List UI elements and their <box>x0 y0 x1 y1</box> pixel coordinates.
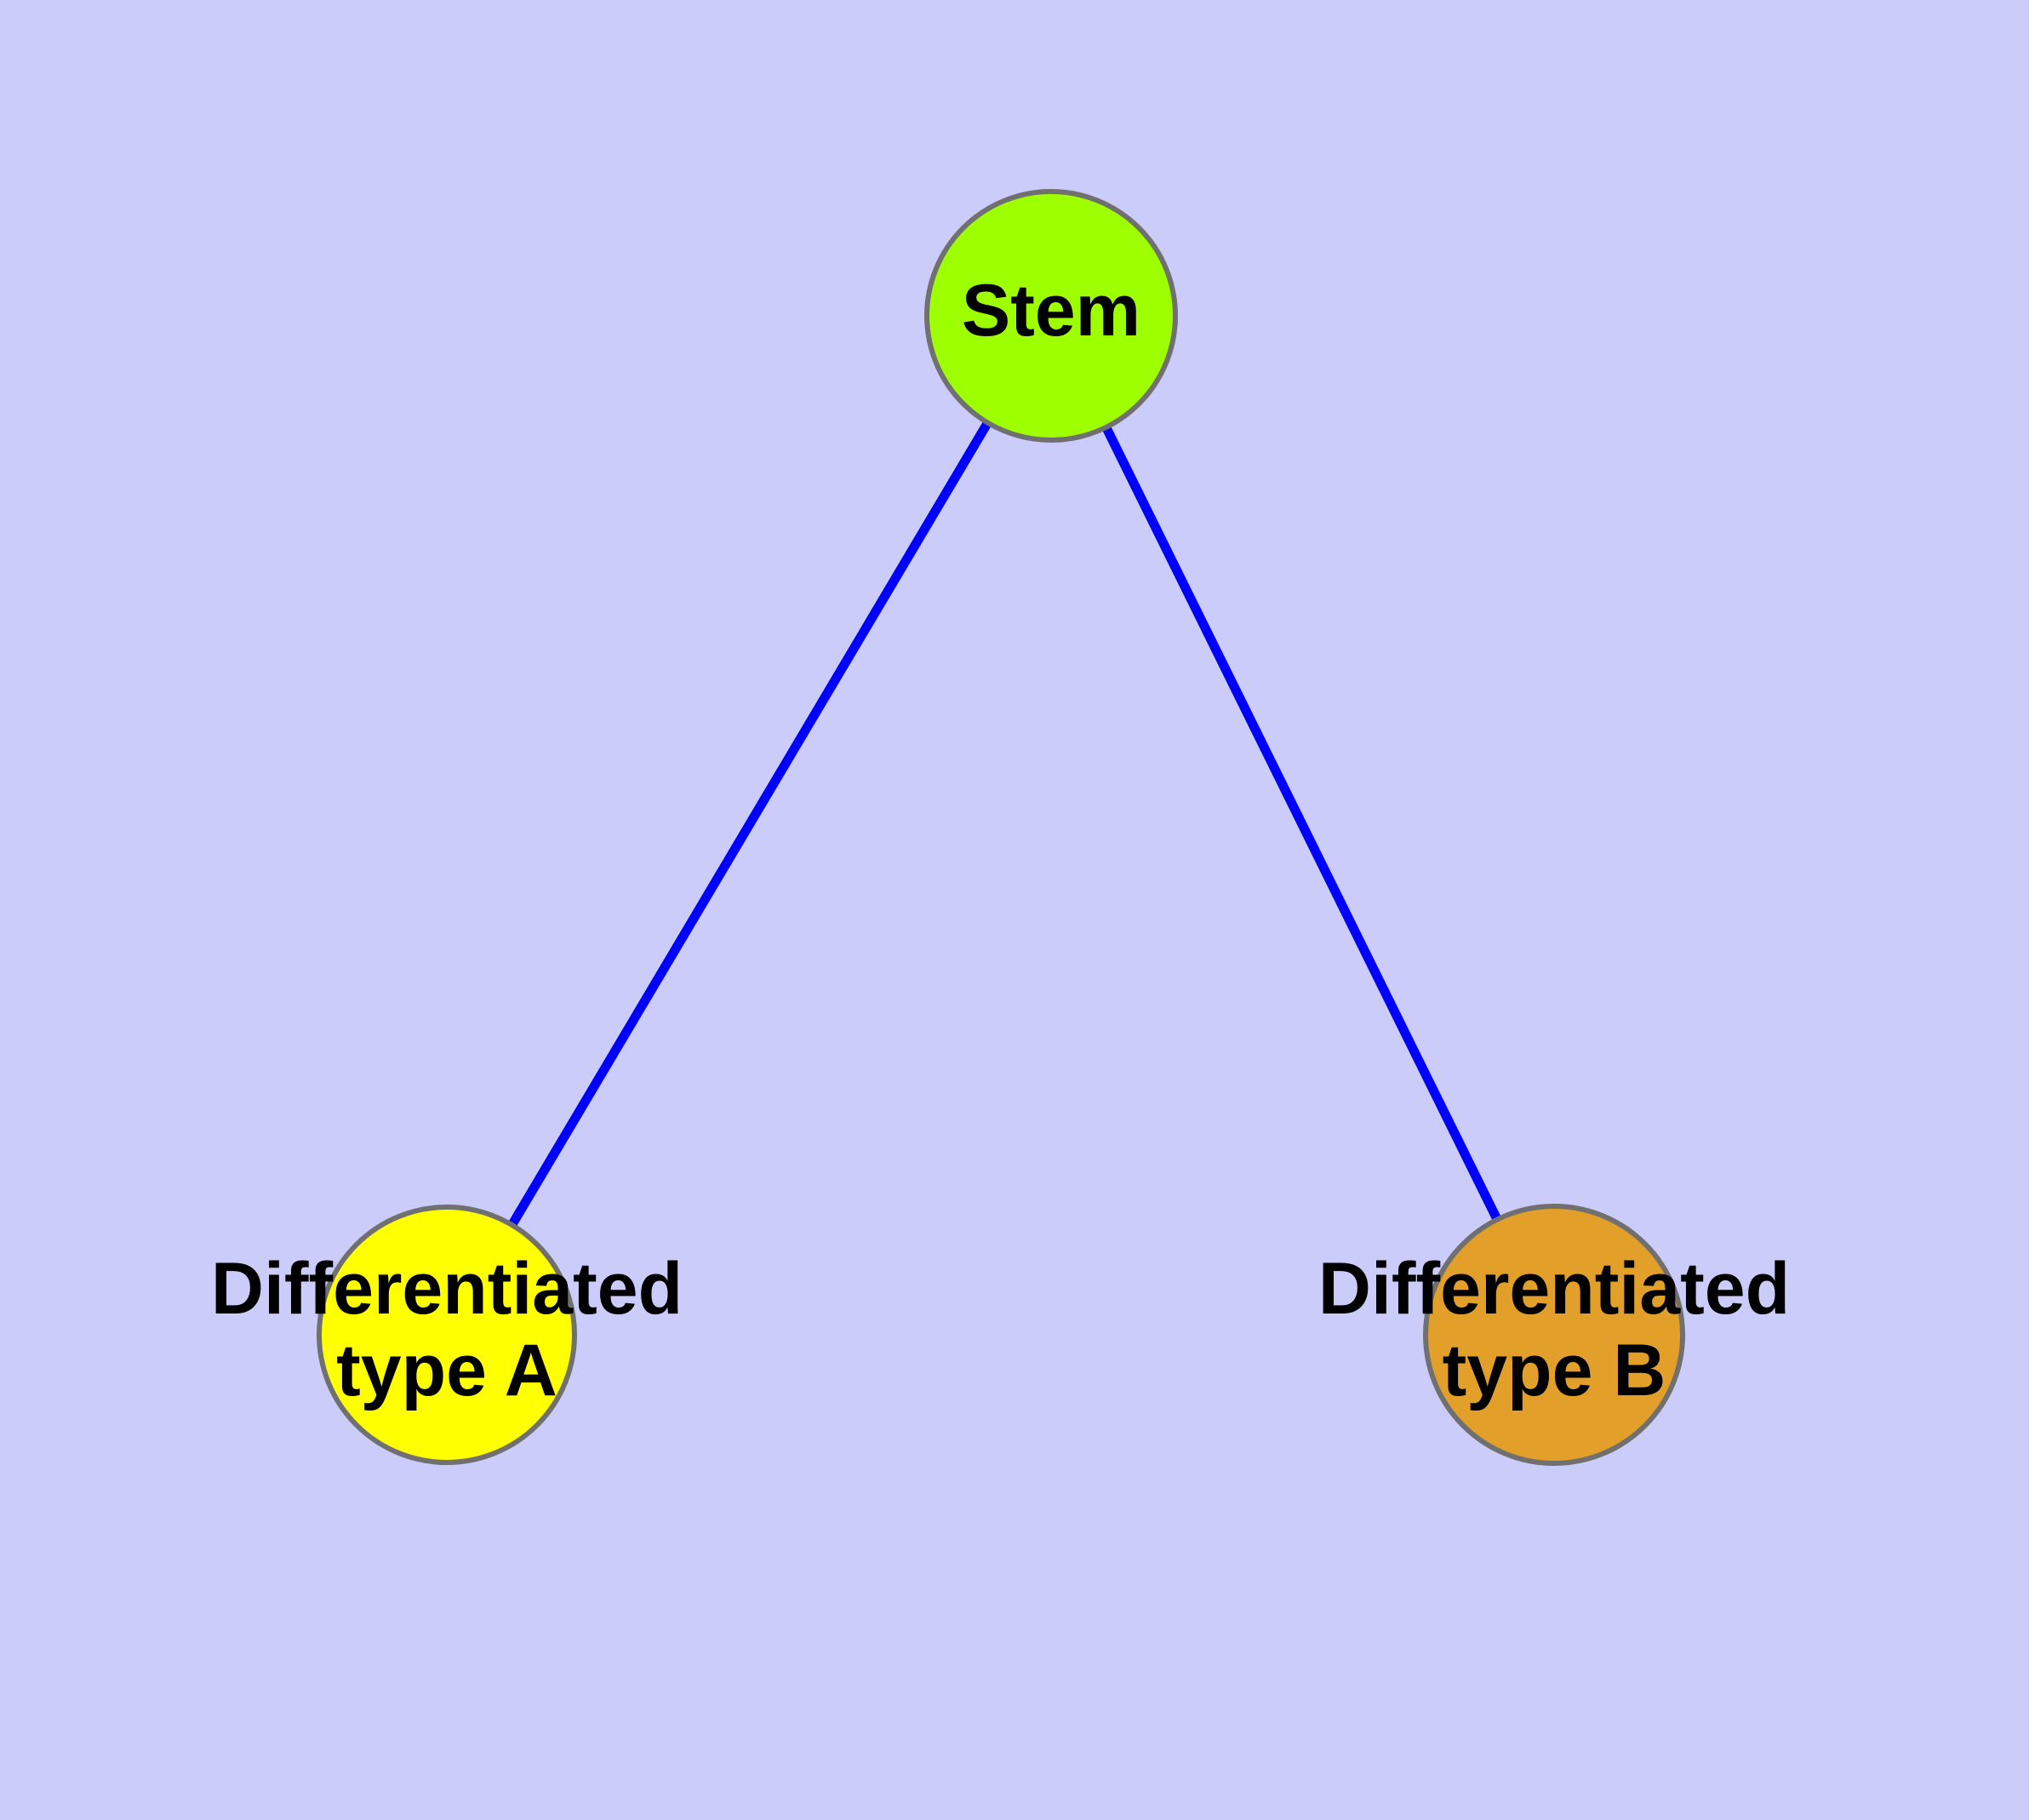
node-label-line: Differentiated <box>1318 1248 1790 1330</box>
node-label-line: Differentiated <box>211 1248 683 1330</box>
node-label-stem: Stem <box>962 270 1140 352</box>
edge-stem-to-b <box>1102 426 1501 1222</box>
node-label-line: type B <box>1443 1330 1666 1411</box>
node-stem[interactable]: Stem <box>924 189 1178 443</box>
node-label-line: Stem <box>962 270 1140 352</box>
node-circle-diff_a[interactable] <box>317 1205 577 1465</box>
node-circle-diff_b[interactable] <box>1423 1204 1685 1466</box>
node-circle-stem[interactable] <box>924 189 1178 443</box>
node-label-line: type A <box>336 1330 557 1411</box>
edges-group <box>508 421 1501 1227</box>
edge-stem-to-a <box>508 421 992 1227</box>
